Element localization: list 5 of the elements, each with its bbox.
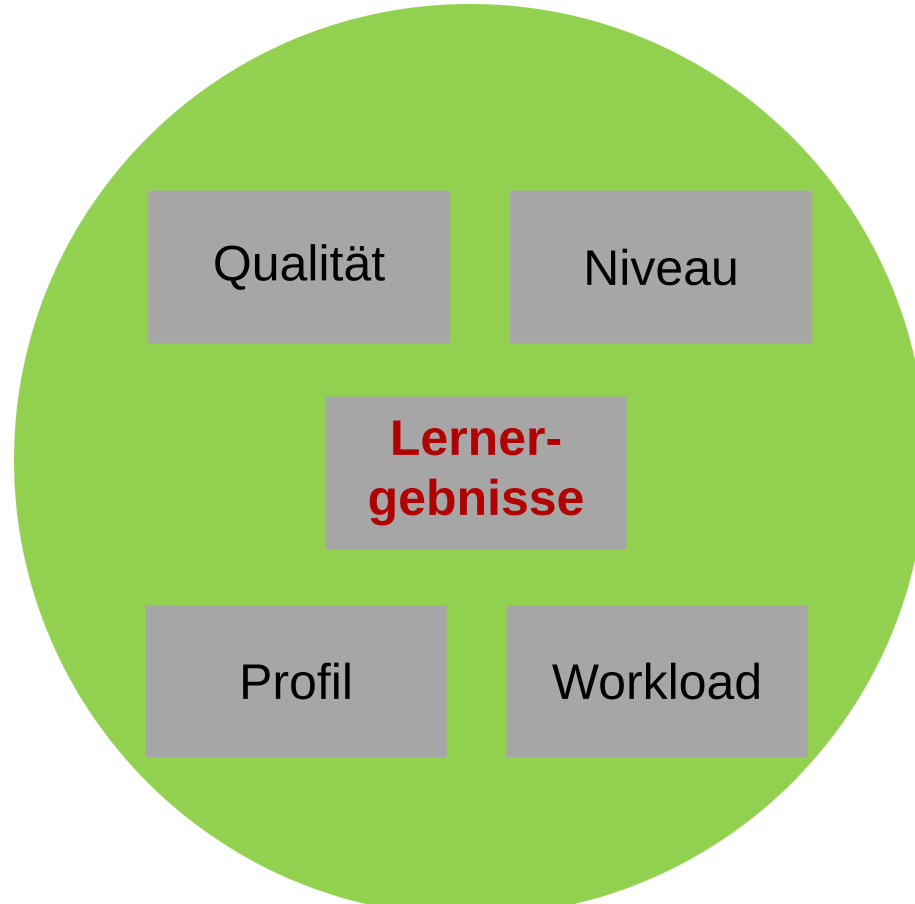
text-box: Profil — [146, 605, 446, 757]
text-box: Lerner- gebnisse — [326, 396, 626, 550]
text-box: Niveau — [510, 190, 812, 344]
text-box: Qualität — [148, 190, 450, 344]
text-box: Workload — [506, 605, 808, 757]
